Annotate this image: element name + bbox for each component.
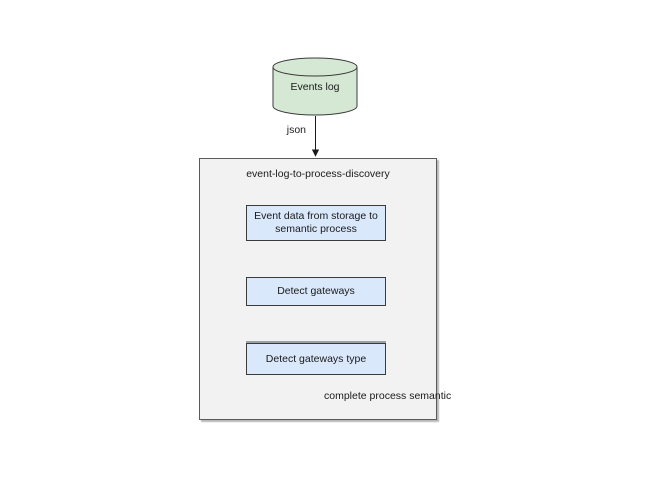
step-detect-gateways-type: Detect gateways type <box>246 343 386 375</box>
container-title: event-log-to-process-discovery <box>246 168 390 180</box>
output-edge-label: complete process semantic <box>324 390 452 402</box>
json-edge-label: json <box>286 124 306 136</box>
cylinder-icon <box>272 57 358 116</box>
events-log-datastore: Events log <box>272 57 358 116</box>
process-container: event-log-to-process-discovery Event dat… <box>199 158 437 420</box>
step-event-data-from-storage: Event data from storage to semantic proc… <box>246 205 386 241</box>
datastore-label: Events log <box>290 81 340 93</box>
step-detect-gateways: Detect gateways <box>246 277 386 306</box>
